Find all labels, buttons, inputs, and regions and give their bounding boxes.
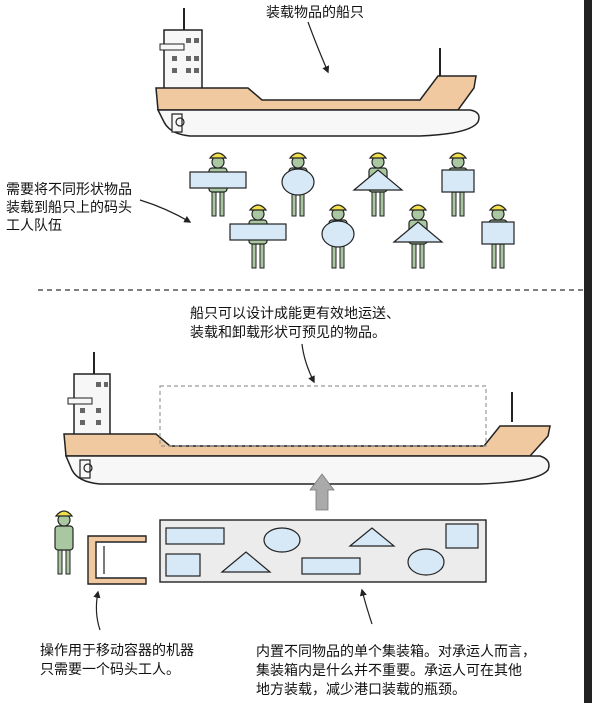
container-slot-outline xyxy=(159,385,487,447)
dock-crew-caption-line1: 需要将不同形状物品 xyxy=(6,182,132,198)
top-caption-arrow xyxy=(307,21,330,74)
cargo-ellipse xyxy=(281,168,315,196)
crane-operator-figure xyxy=(54,510,74,575)
crane-operator xyxy=(54,510,74,575)
dock-worker-2 xyxy=(281,152,315,217)
dock-crew-caption-line2: 装载到船只上的码头 xyxy=(6,200,132,216)
container-caption-line1: 内置不同物品的单个集装箱。对承运人而言， xyxy=(256,643,536,660)
lift-arrow xyxy=(309,473,335,511)
dock-worker-7 xyxy=(392,204,444,269)
dock-crew-caption-line3: 工人队伍 xyxy=(6,218,62,234)
dock-worker-3 xyxy=(352,152,404,217)
window-frame-right xyxy=(584,0,592,703)
dock-worker-5 xyxy=(229,204,287,269)
dock-workers xyxy=(189,152,515,269)
container-cargo-rectangle xyxy=(165,527,225,545)
dock-worker-6 xyxy=(321,204,355,269)
dock-worker-1 xyxy=(189,152,247,217)
container-cargo-square xyxy=(165,553,201,577)
crane-caption-arrow xyxy=(93,590,101,631)
ship-design-arrow xyxy=(301,343,315,384)
cargo-square xyxy=(441,169,475,193)
container-caption-line3: 地方装载，减少港口装载的瓶颈。 xyxy=(256,682,466,698)
top-cargo-ship xyxy=(155,8,480,137)
cargo-rectangle xyxy=(189,171,247,189)
container-cargo-ship xyxy=(63,352,551,485)
top-ship-caption: 装载物品的船只 xyxy=(266,5,364,21)
container-cargo-ellipse xyxy=(263,527,301,553)
container-cargo-rectangle-2 xyxy=(301,557,361,575)
watermark: CSDN @Amo Xiang xyxy=(452,680,577,695)
container-cargo-ellipse-2 xyxy=(407,548,445,576)
helmet-icon xyxy=(368,152,388,159)
container-cargo-triangle-2 xyxy=(348,527,396,547)
cargo-rectangle xyxy=(229,223,287,241)
ship-design-caption-line1: 船只可以设计成能更有效地运送、 xyxy=(190,306,400,322)
cargo-square xyxy=(481,221,515,245)
container-cargo-triangle xyxy=(220,551,272,573)
ship-design-caption-line2: 装载和卸载形状可预见的物品。 xyxy=(190,325,386,341)
shipping-container xyxy=(159,519,487,583)
helmet-icon xyxy=(288,152,308,159)
cargo-triangle xyxy=(392,221,444,243)
crane-caption-line1: 操作用于移动容器的机器 xyxy=(40,642,194,659)
container-caption-line2: 集装箱内是什么并不重要。承运人可在其他 xyxy=(256,662,522,679)
helmet-icon xyxy=(248,204,268,211)
helmet-icon xyxy=(488,204,508,211)
cargo-ellipse xyxy=(321,220,355,248)
cargo-triangle xyxy=(352,169,404,191)
helmet-icon xyxy=(208,152,228,159)
dock-crew-arrow xyxy=(139,199,192,223)
helmet-icon xyxy=(408,204,428,211)
dock-worker-8 xyxy=(481,204,515,269)
helmet-icon xyxy=(54,510,74,517)
helmet-icon xyxy=(448,152,468,159)
dock-worker-4 xyxy=(441,152,475,217)
crane-machine xyxy=(87,535,147,585)
container-cargo-square-2 xyxy=(445,523,479,549)
container-caption-arrow xyxy=(359,588,373,625)
helmet-icon xyxy=(328,204,348,211)
crane-caption-line2: 只需要一个码头工人。 xyxy=(40,662,180,678)
